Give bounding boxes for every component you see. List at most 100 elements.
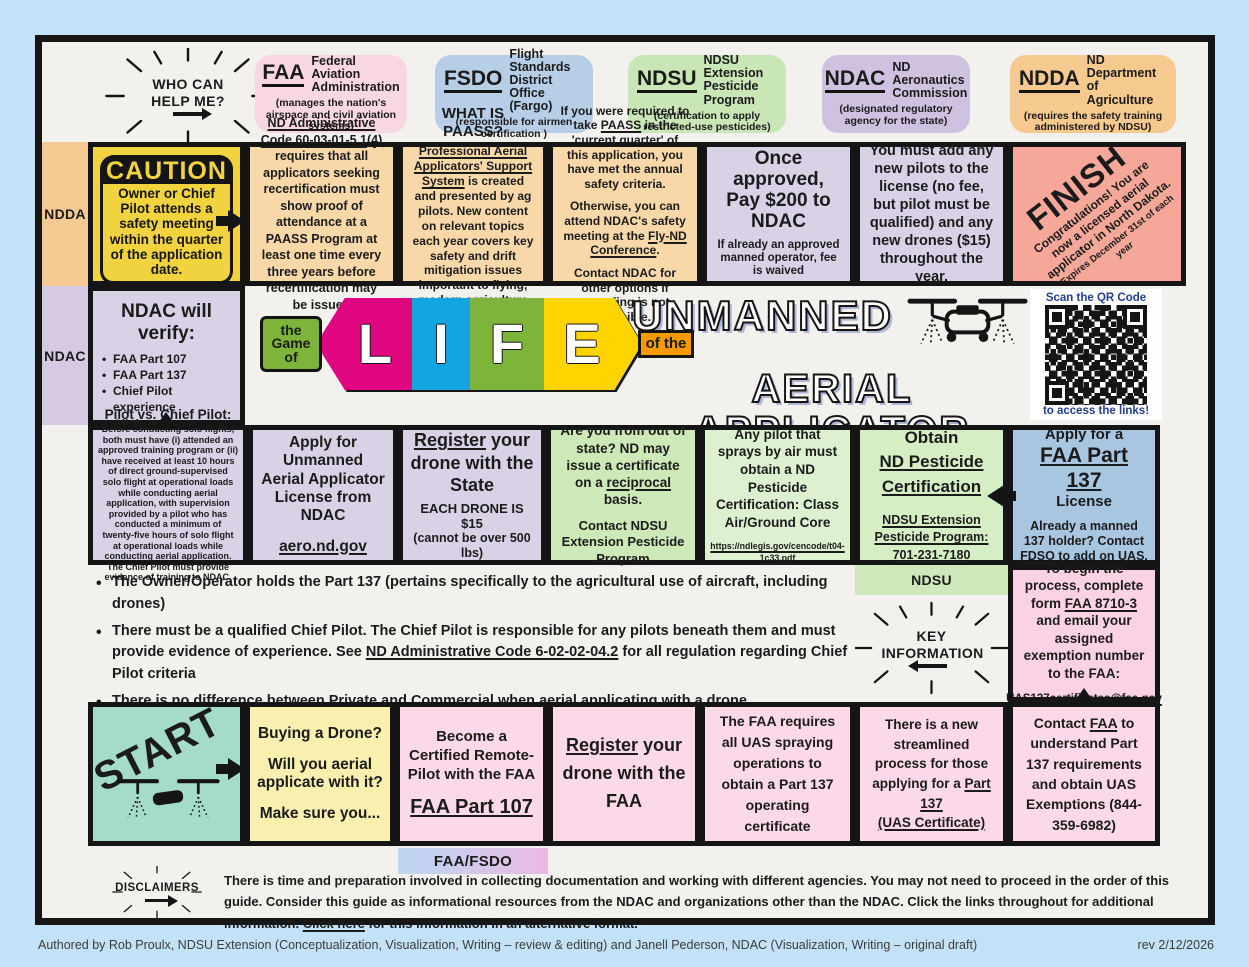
ndac-abbr[interactable]: NDAC (824, 67, 886, 93)
fsdo-abbr[interactable]: FSDO (444, 67, 503, 93)
flow-arrow-up-icon (154, 412, 178, 429)
begin-b: and email your assigned exemption number… (1023, 613, 1145, 681)
ndsu-desc: (certification to apply restricted-use p… (643, 109, 771, 134)
buying-line2: Will you aerial applicate with it? (257, 756, 383, 791)
disclaimers-label: DISCLAIMERS (115, 882, 199, 895)
buying-drone-cell: Buying a Drone? Will you aerial applicat… (245, 702, 395, 846)
fdso-link[interactable]: FDSO (1020, 548, 1055, 563)
outstate-p1b: basis. (603, 492, 643, 508)
who-can-help-label: WHO CAN HELP ME? (151, 76, 225, 109)
contact-b: to understand Part 137 requirements and … (1026, 715, 1142, 833)
disclaimer-p2: involved in collecting documentation and… (224, 873, 1170, 931)
faa-part-107-link[interactable]: FAA Part 107 (410, 796, 533, 819)
part137-line2: License (1056, 493, 1112, 511)
disclaimer-p3: for this information in an alternative f… (364, 915, 638, 931)
weight-limit-text: (cannot be over 500 lbs) (413, 531, 531, 561)
register-state-text: your drone with the State (410, 430, 534, 496)
paass-link[interactable]: Professional Aerial Applicators' Support… (413, 144, 533, 189)
out-of-state-cell: Are you from out of state? ND may issue … (546, 423, 700, 566)
disclaimer-bold: time and preparation (277, 873, 407, 888)
row-label-faa-fsdo: FAA/FSDO (398, 848, 548, 874)
verify-item: Chief Pilot experience (100, 383, 233, 415)
outstate-p1a: Are you from out of state? ND may issue … (560, 423, 686, 491)
what-is-paass-cell: WHAT IS PAASS? Professional Aerial Appli… (398, 105, 548, 322)
qr-code[interactable] (1045, 304, 1147, 405)
flynd-link[interactable]: Fly-ND Conference (590, 228, 687, 258)
uas-certificate-link[interactable]: (UAS Certificate) (877, 815, 986, 831)
spray-drone-icon (116, 779, 220, 820)
right-arrow-icon (145, 894, 178, 907)
streamlined-cell: There is a new streamlined process for t… (855, 702, 1008, 846)
row-label-ndda: NDDA (42, 142, 88, 286)
admin-code-link[interactable]: ND Administrative Code 60-03-01-5.1(4) (260, 116, 383, 147)
who-can-help-burst: WHO CAN HELP ME? (102, 48, 274, 144)
pilot-vs-chief-cell: Pilot vs. Chief Pilot: Before conducting… (88, 407, 248, 582)
register-faa-link[interactable]: Register (565, 735, 638, 756)
reciprocal-link[interactable]: reciprocal (606, 475, 672, 491)
right-arrow-icon (173, 107, 212, 120)
begin-a: To begin the process, complete form (1024, 560, 1144, 611)
ndsu-pesticide-phone-link[interactable]: NDSU Extension Pesticide Program: 701-23… (874, 512, 989, 562)
bullet-item: There must be a qualified Chief Pilot. T… (92, 621, 858, 686)
burst-rays-icon (855, 601, 1008, 695)
burst-rays-icon (112, 866, 202, 918)
game-of-life-logo: the Game of L I F E of the (260, 298, 694, 390)
admin-code-604-link[interactable]: ND Administrative Code 6-02-02-04.2 (365, 644, 619, 661)
verify-item: FAA Part 107 (100, 351, 233, 367)
caution-cell: CAUTION Owner or Chief Pilot attends a s… (88, 142, 245, 318)
pay-title: Once approved, Pay $200 to NDAC (726, 148, 831, 233)
outstate-contact: Contact NDSU Extension Pesticide Program (561, 517, 685, 566)
aero-nd-gov-link[interactable]: aero.nd.gov (279, 537, 367, 555)
faa-abbr[interactable]: FAA (262, 62, 305, 88)
start-cell: START (88, 702, 245, 846)
obtain-text: Obtain (904, 427, 959, 447)
row-label-ndac: NDAC (42, 286, 88, 425)
ndsu-name: NDSU Extension Pesticide Program (703, 53, 764, 107)
ndac-desc: (designated regulatory agency for the st… (839, 103, 953, 127)
footer-revision: rev 2/12/2026 (1137, 938, 1214, 952)
qr-finder-icon (1045, 380, 1069, 405)
ndac-name: ND Aeronautics Commission (892, 59, 968, 101)
faa-name: Federal Aviation Administration (311, 54, 400, 95)
admin-code-cell: ND Administrative Code 60-03-01-5.1(4) r… (245, 116, 398, 312)
bullet2-c: for all regulation regarding Chief Pilot… (112, 644, 848, 682)
faa-desc: (manages the nation's airspace and civil… (265, 97, 397, 133)
spray-drone-icon (907, 298, 1028, 346)
streamlined-text: There is a new streamlined process for t… (872, 717, 989, 791)
flow-arrow-up-icon (1072, 688, 1096, 705)
begin-process-cell: To begin the process, complete form FAA … (1006, 561, 1162, 706)
register-state-link[interactable]: Register (413, 430, 486, 451)
caution-sign: CAUTION Owner or Chief Pilot attends a s… (100, 155, 233, 285)
contact-a: Contact (1033, 715, 1090, 732)
qr-top-text: Scan the QR Code (1045, 292, 1147, 304)
click-here-link[interactable]: Click here (302, 915, 365, 931)
logo-letter-e: E (544, 298, 642, 390)
disclaimers-burst: DISCLAIMERS (92, 866, 222, 918)
faa-contact-link[interactable]: FAA (1089, 715, 1118, 732)
add-pilots-cell: You must add any new pilots to the licen… (855, 142, 1008, 286)
ndsu-abbr[interactable]: NDSU (637, 67, 697, 93)
part-137-link[interactable]: Part 137 (920, 776, 991, 811)
faa-part-137-link[interactable]: FAA Part 137 (1040, 444, 1128, 493)
add-pilots-text: You must add any new pilots to the licen… (869, 142, 994, 286)
disclaimer-text: There is time and preparation involved i… (224, 870, 1170, 934)
ndda-desc: (requires the safety training administer… (1023, 109, 1163, 134)
flow-arrow-right-icon (216, 758, 245, 780)
required-p2a: Otherwise, you can attend NDAC's safety … (563, 199, 686, 243)
fsdo-name: Flight Standards District Office (Fargo) (509, 46, 571, 114)
contact-faa-cell: Contact FAA to understand Part 137 requi… (1008, 702, 1160, 846)
paass-link-2[interactable]: PAASS (600, 118, 642, 133)
paass-title: WHAT IS PAASS? (441, 105, 505, 140)
qr-finder-icon (1123, 304, 1147, 329)
logo-suffix: of the (638, 329, 694, 359)
cencode-link[interactable]: https://ndlegis.gov/cencode/t04-1c33.pdf (710, 541, 845, 563)
part137-p2b: to add on UAS. (1054, 548, 1148, 563)
register-state-cell: Register your drone with the State EACH … (398, 425, 546, 565)
ndda-abbr[interactable]: NDDA (1019, 67, 1080, 93)
any-pilot-cell: Any pilot that sprays by air must obtain… (700, 425, 855, 565)
faa-8710-3-link[interactable]: FAA 8710-3 (1064, 595, 1138, 611)
left-arrow-icon (907, 659, 947, 672)
nd-pesticide-link[interactable]: ND Pesticide Certification (879, 452, 984, 497)
drone-fee-text: EACH DRONE IS $15 (420, 500, 524, 531)
